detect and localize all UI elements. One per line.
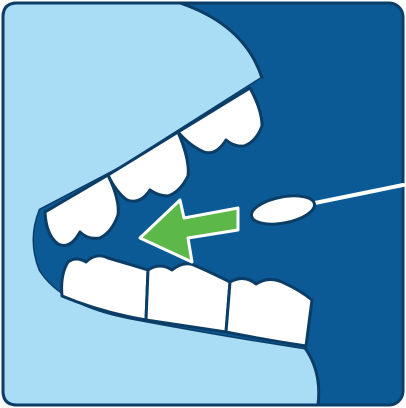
- illustration-svg: [0, 0, 406, 408]
- swab-instruction-illustration: [0, 0, 406, 408]
